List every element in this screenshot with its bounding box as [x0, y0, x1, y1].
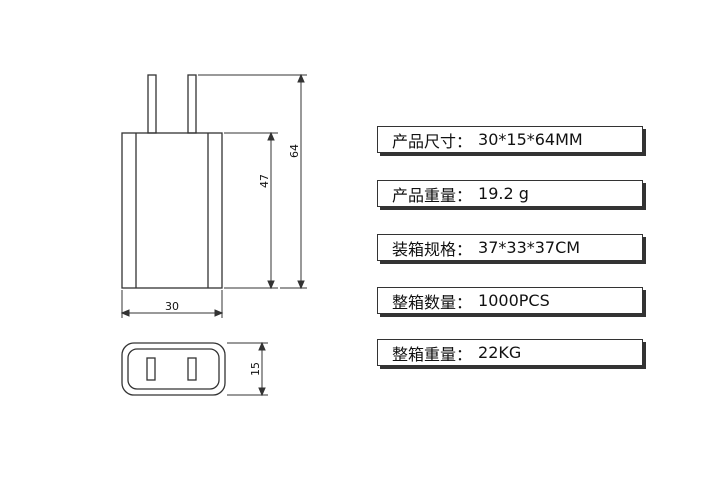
spec-carton-quantity: 整箱数量： 1000PCS [377, 287, 643, 314]
depth-dimension-label: 15 [249, 362, 262, 376]
spec-carton-size: 装箱规格： 37*33*37CM [377, 234, 643, 261]
spec-product-size: 产品尺寸： 30*15*64MM [377, 126, 643, 153]
spec-value: 30*15*64MM [478, 130, 583, 149]
total-height-dimension-label: 64 [288, 144, 301, 158]
charger-bottom-view [121, 342, 226, 396]
spec-separator: ： [456, 344, 473, 364]
total-height-dimension-line [198, 73, 307, 290]
depth-dimension-line [227, 341, 268, 397]
width-dimension-line [120, 290, 224, 318]
spec-value: 19.2 g [478, 184, 529, 203]
spec-label: 装箱规格 [392, 239, 457, 259]
charger-body-front-view [121, 132, 223, 289]
spec-value: 37*33*37CM [478, 238, 581, 257]
spec-label: 产品尺寸 [392, 131, 457, 151]
spec-value: 1000PCS [478, 291, 550, 310]
width-dimension-label: 30 [165, 300, 179, 313]
spec-separator: ： [456, 292, 473, 312]
spec-value: 22KG [478, 343, 522, 362]
body-height-dimension-line [224, 131, 278, 290]
body-height-dimension-label: 47 [258, 174, 271, 188]
spec-separator: ： [456, 131, 473, 151]
spec-label: 整箱数量 [392, 292, 457, 312]
spec-separator: ： [456, 185, 473, 205]
spec-label: 整箱重量 [392, 344, 457, 364]
spec-product-weight: 产品重量： 19.2 g [377, 180, 643, 207]
spec-carton-weight: 整箱重量： 22KG [377, 339, 643, 366]
spec-separator: ： [456, 239, 473, 259]
plug-prongs-side-view [147, 74, 197, 134]
spec-label: 产品重量 [392, 185, 457, 205]
